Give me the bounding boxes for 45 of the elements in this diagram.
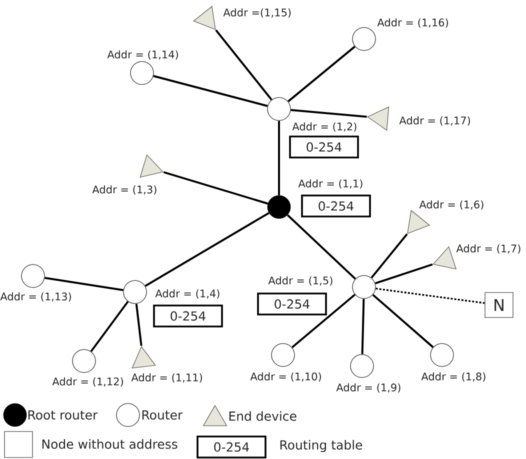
circle — [352, 275, 376, 299]
legend-label: Node without address — [42, 439, 178, 449]
legend-label: End device — [229, 411, 296, 421]
dotted-line — [376, 288, 485, 304]
connection-line — [286, 214, 356, 280]
address-label: Addr = (1,5) — [268, 276, 332, 286]
legend-label: Router — [142, 410, 183, 420]
table-box: 0-254 — [153, 304, 223, 328]
table-box: 0-254 — [289, 136, 359, 158]
address-label: Addr = (1,9) — [336, 383, 400, 393]
connection-line — [44, 276, 124, 292]
address-label: Addr = (1,8) — [421, 372, 486, 382]
connection-line — [215, 30, 272, 100]
connection-line — [90, 300, 129, 352]
connection-line — [372, 294, 434, 348]
connection-line — [290, 109, 367, 118]
table-box: 0-254 — [257, 292, 327, 316]
connection-line — [163, 171, 268, 205]
address-label: Addr = (1,6) — [419, 200, 484, 210]
connection-line — [291, 294, 356, 348]
connection-line — [361, 298, 365, 354]
address-label: Addr = (1,3) — [92, 185, 156, 195]
connection-line — [144, 212, 270, 287]
connection-line — [153, 75, 268, 107]
address-label: Addr = (1,1) — [298, 179, 362, 189]
address-label: Addr = (1,17) — [399, 116, 470, 126]
connection-line — [135, 304, 142, 346]
address-label: Addr = (1,4) — [155, 289, 220, 299]
node-box: N — [484, 292, 514, 318]
legend-label: Root router — [28, 410, 98, 420]
address-label: Addr = (1,12) — [52, 377, 123, 387]
connection-line — [375, 264, 433, 284]
connection-line — [370, 233, 408, 278]
connection-line — [278, 120, 280, 196]
address-label: Addr = (1,13) — [0, 292, 71, 302]
address-label: Addr = (1,14) — [107, 50, 178, 60]
address-label: Addr = (1,10) — [250, 372, 321, 382]
connection-line — [288, 46, 356, 102]
address-label: Addr = (1,2) — [292, 122, 356, 132]
address-label: Addr =(1,15) — [223, 8, 291, 18]
address-label: Addr = (1,11) — [131, 373, 202, 383]
address-label: Addr = (1,16) — [377, 18, 448, 28]
address-label: Addr = (1,7) — [456, 244, 520, 254]
table-box: 0-254 — [301, 194, 371, 218]
legend-label: Routing table — [280, 440, 362, 452]
